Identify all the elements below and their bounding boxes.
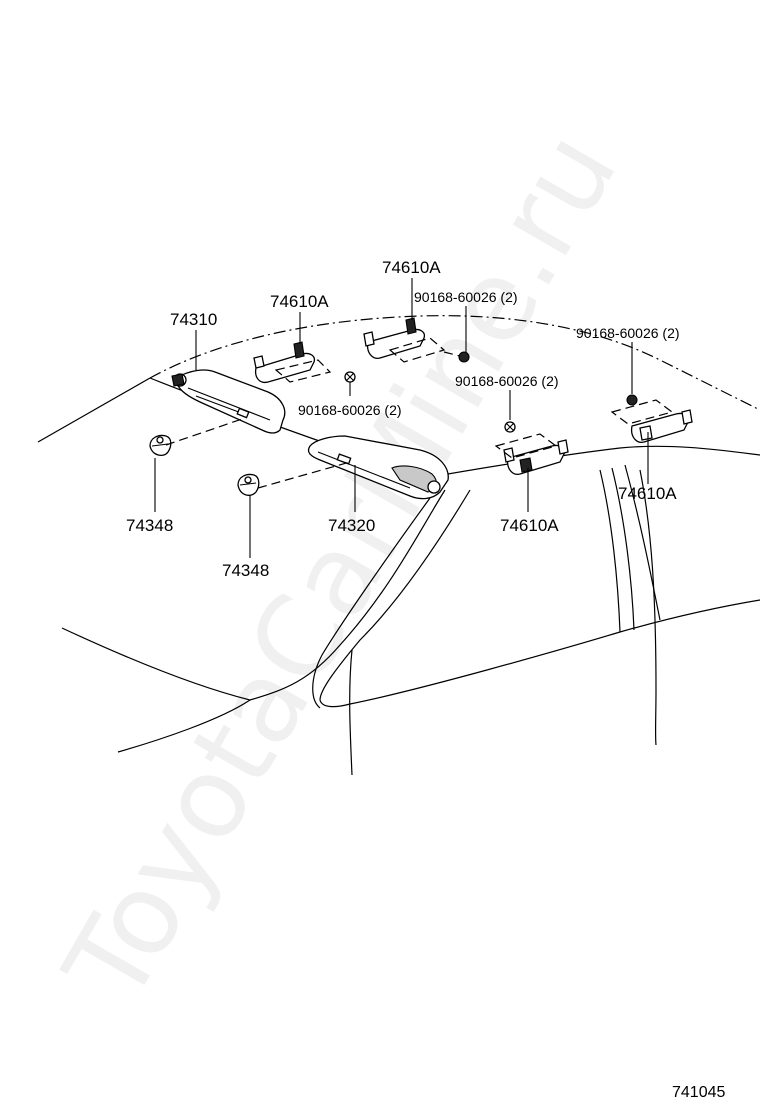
assist-grip-2 <box>363 317 446 363</box>
assist-grip-4 <box>610 399 693 443</box>
leader-lines <box>154 278 649 558</box>
vehicle-body-outline <box>37 315 760 776</box>
screw-2 <box>443 351 470 363</box>
label-74610A-2: 74610A <box>382 258 441 277</box>
label-74610A-1: 74610A <box>270 292 329 311</box>
label-screw-2: 90168-60026 (2) <box>414 289 518 305</box>
label-screw-1: 90168-60026 (2) <box>298 402 402 418</box>
label-screw-4: 90168-60026 (2) <box>576 325 680 341</box>
label-74348-center: 74348 <box>222 561 269 580</box>
label-74610A-3: 74610A <box>500 516 559 535</box>
label-screw-3: 90168-60026 (2) <box>455 373 559 389</box>
diagram-reference-number: 741045 <box>672 1084 725 1101</box>
screw-1 <box>344 371 356 383</box>
label-74348-left: 74348 <box>126 516 173 535</box>
visor-holder-left <box>149 434 172 457</box>
label-74320: 74320 <box>328 516 375 535</box>
label-74310: 74310 <box>170 310 217 329</box>
screw-4 <box>626 394 638 406</box>
sun-visor-right <box>307 435 449 500</box>
assist-grip-1 <box>253 341 332 384</box>
visor-holder-center <box>237 473 260 496</box>
svg-text:ToyotaCarMine.ru: ToyotaCarMine.ru <box>40 111 642 1024</box>
label-74610A-4: 74610A <box>618 484 677 503</box>
assist-grip-3 <box>494 433 569 475</box>
screw-3 <box>504 421 516 433</box>
sun-visor-left <box>171 369 286 434</box>
watermark: ToyotaCarMine.ru <box>40 111 642 1024</box>
